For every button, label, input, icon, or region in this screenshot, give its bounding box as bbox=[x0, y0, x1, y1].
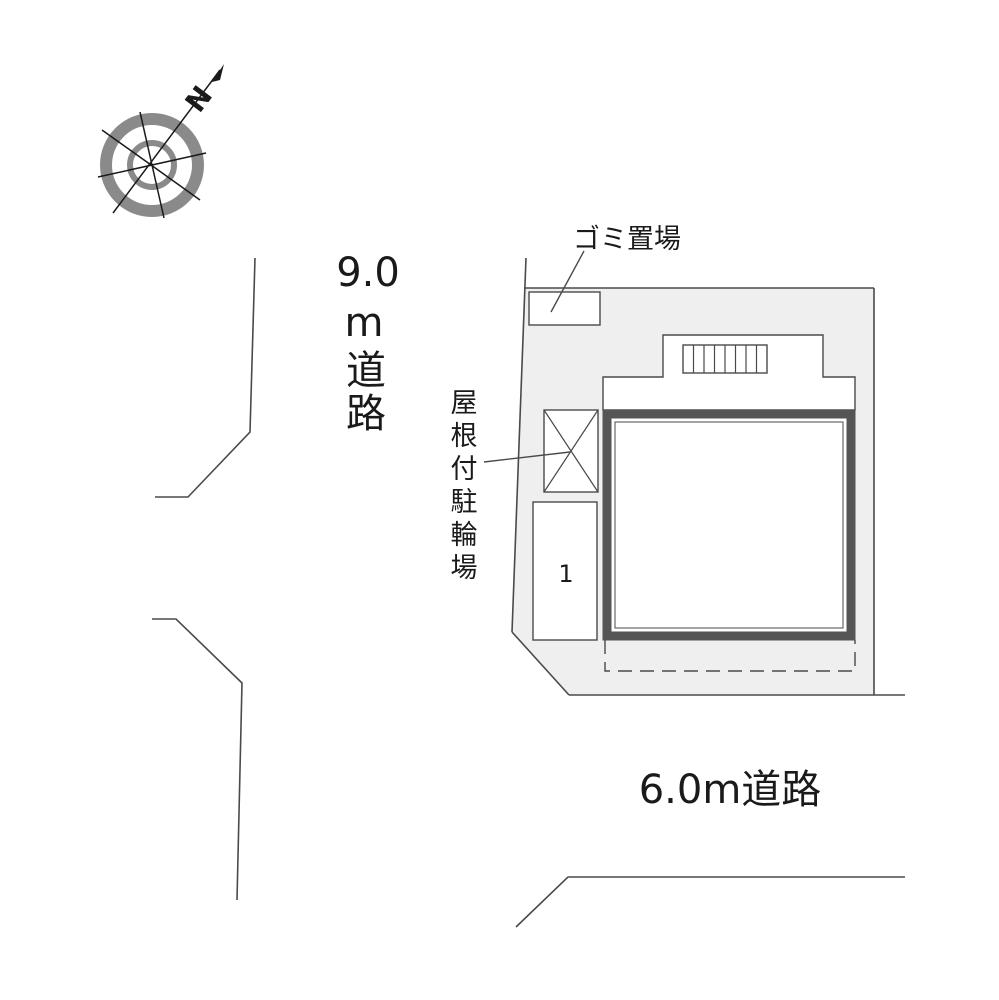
garbage-area bbox=[528, 291, 601, 326]
building-inner-line bbox=[614, 421, 844, 629]
parking-space bbox=[532, 501, 598, 641]
south-road-label: 6.0m道路 bbox=[639, 767, 822, 813]
west-road-name-char-1: 道 bbox=[346, 348, 386, 394]
bike-parking-label: 屋 根 付 駐 輪 場 bbox=[451, 388, 478, 584]
south-road-edge bbox=[515, 876, 905, 928]
compass: N bbox=[97, 64, 224, 219]
west-road-width-value: 9.0 bbox=[336, 250, 400, 296]
garbage-label: ゴミ置場 bbox=[573, 224, 681, 255]
bike-parking-cross-2 bbox=[543, 409, 599, 493]
bike-parking-label-char: 駐 bbox=[451, 487, 478, 518]
compass-inner-ring bbox=[127, 140, 177, 190]
lot-boundary-west bbox=[511, 257, 527, 633]
north-label: N bbox=[179, 80, 219, 119]
bike-parking-label-char: 根 bbox=[451, 421, 478, 452]
compass-needle-main bbox=[112, 69, 221, 214]
west-road-edge-lower bbox=[152, 618, 243, 901]
lot-boundary bbox=[511, 257, 905, 696]
bike-parking-label-char: 付 bbox=[451, 454, 478, 485]
west-road-edges bbox=[152, 257, 256, 901]
bike-parking-label-char: 場 bbox=[451, 553, 478, 584]
bike-parking-label-char: 輪 bbox=[451, 520, 478, 551]
bike-parking-leader-line bbox=[483, 451, 571, 463]
bike-parking-label-char: 屋 bbox=[451, 388, 478, 419]
west-road-label: 9.0 m 道 路 bbox=[336, 250, 400, 437]
compass-needle-diag-2 bbox=[97, 152, 207, 178]
parking-space-number: 1 bbox=[558, 560, 573, 588]
building bbox=[602, 409, 856, 641]
building-setback-dashed-line bbox=[604, 640, 856, 672]
compass-outer-ring bbox=[100, 113, 204, 217]
lot-boundary-corner bbox=[511, 631, 570, 696]
west-road-width-unit: m bbox=[345, 300, 384, 346]
garbage-leader-line bbox=[550, 250, 585, 313]
west-road-name-char-2: 路 bbox=[346, 391, 386, 437]
north-arrow-icon bbox=[212, 64, 224, 82]
west-road-edge-upper bbox=[155, 257, 256, 498]
stair-steps bbox=[692, 345, 758, 373]
